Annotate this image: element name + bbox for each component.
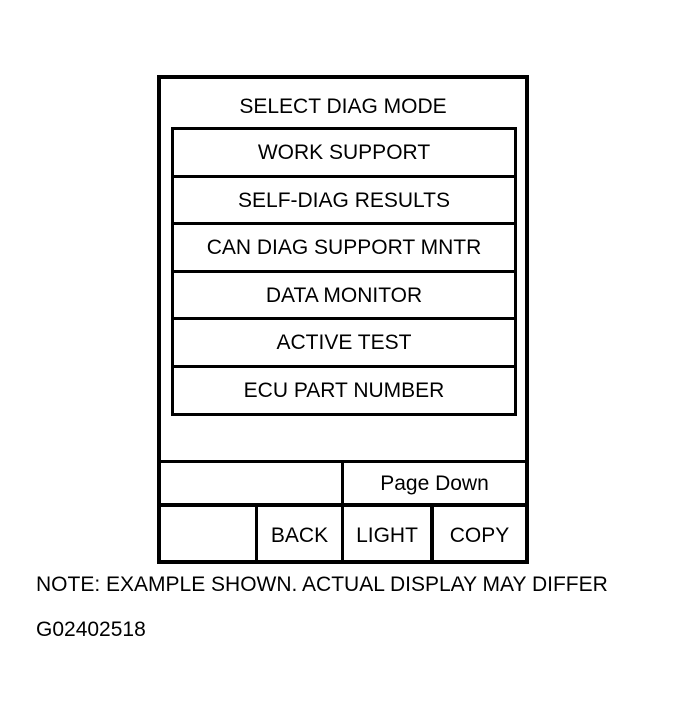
menu-item-work-support[interactable]: WORK SUPPORT	[174, 130, 514, 178]
light-button[interactable]: LIGHT	[344, 507, 434, 564]
diagnostic-screen: SELECT DIAG MODE WORK SUPPORT SELF-DIAG …	[157, 75, 529, 564]
menu-item-self-diag-results[interactable]: SELF-DIAG RESULTS	[174, 178, 514, 225]
menu-item-can-diag-support-mntr[interactable]: CAN DIAG SUPPORT MNTR	[174, 225, 514, 273]
menu-item-active-test[interactable]: ACTIVE TEST	[174, 320, 514, 368]
diag-mode-menu: WORK SUPPORT SELF-DIAG RESULTS CAN DIAG …	[171, 127, 517, 416]
function-button-row: BACK LIGHT COPY	[161, 503, 525, 564]
menu-item-ecu-part-number[interactable]: ECU PART NUMBER	[243, 378, 445, 402]
screen-title: SELECT DIAG MODE	[239, 95, 447, 118]
caption-note: NOTE: EXAMPLE SHOWN. ACTUAL DISPLAY MAY …	[36, 573, 608, 596]
figure-id: G02402518	[36, 618, 146, 641]
menu-item-data-monitor[interactable]: DATA MONITOR	[174, 273, 514, 320]
blank-button[interactable]	[161, 507, 258, 564]
copy-button[interactable]: COPY	[449, 524, 510, 547]
paging-row: Page Down	[161, 460, 525, 505]
blank-cell	[161, 463, 344, 505]
page-down-button[interactable]: Page Down	[380, 472, 489, 495]
back-button[interactable]: BACK	[258, 507, 344, 564]
